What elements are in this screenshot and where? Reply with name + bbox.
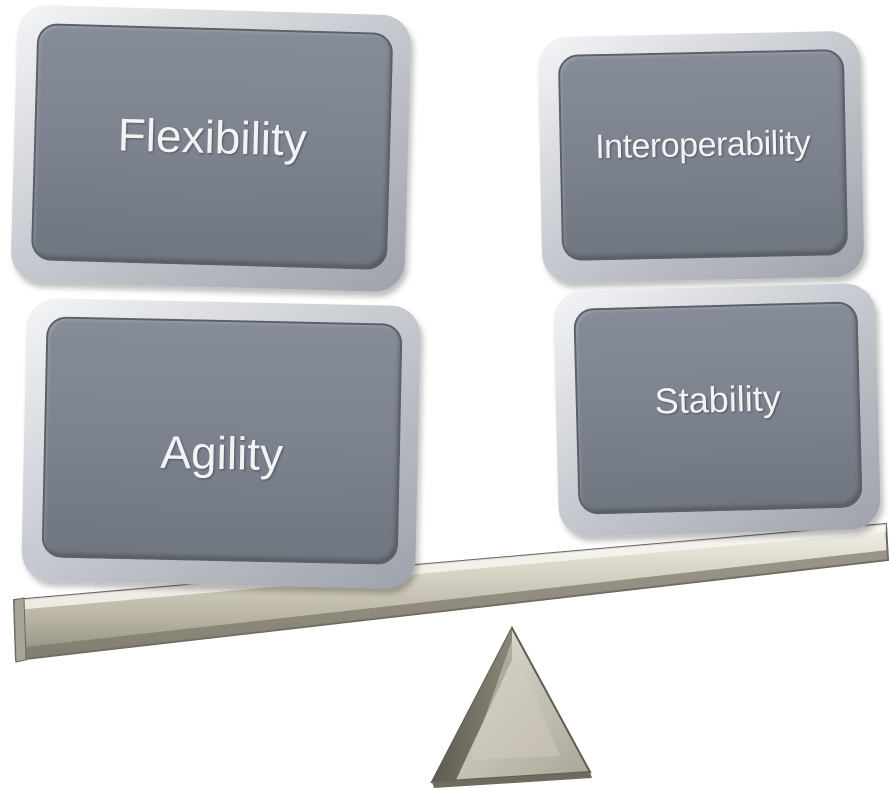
block-face: Stability <box>573 301 863 515</box>
block-label-interoperability: Interoperability <box>594 123 811 166</box>
block-interoperability: Interoperability <box>537 30 865 284</box>
block-face: Flexibility <box>30 23 394 270</box>
block-label-stability: Stability <box>654 377 782 422</box>
scale-beam <box>12 522 889 663</box>
block-agility: Agility <box>21 297 421 590</box>
block-stability: Stability <box>552 282 882 538</box>
block-label-agility: Agility <box>159 425 284 480</box>
block-label-flexibility: Flexibility <box>117 107 308 166</box>
block-face: Interoperability <box>557 48 849 261</box>
block-face: Agility <box>41 316 403 565</box>
scale-fulcrum <box>430 625 592 788</box>
block-flexibility: Flexibility <box>10 4 412 293</box>
